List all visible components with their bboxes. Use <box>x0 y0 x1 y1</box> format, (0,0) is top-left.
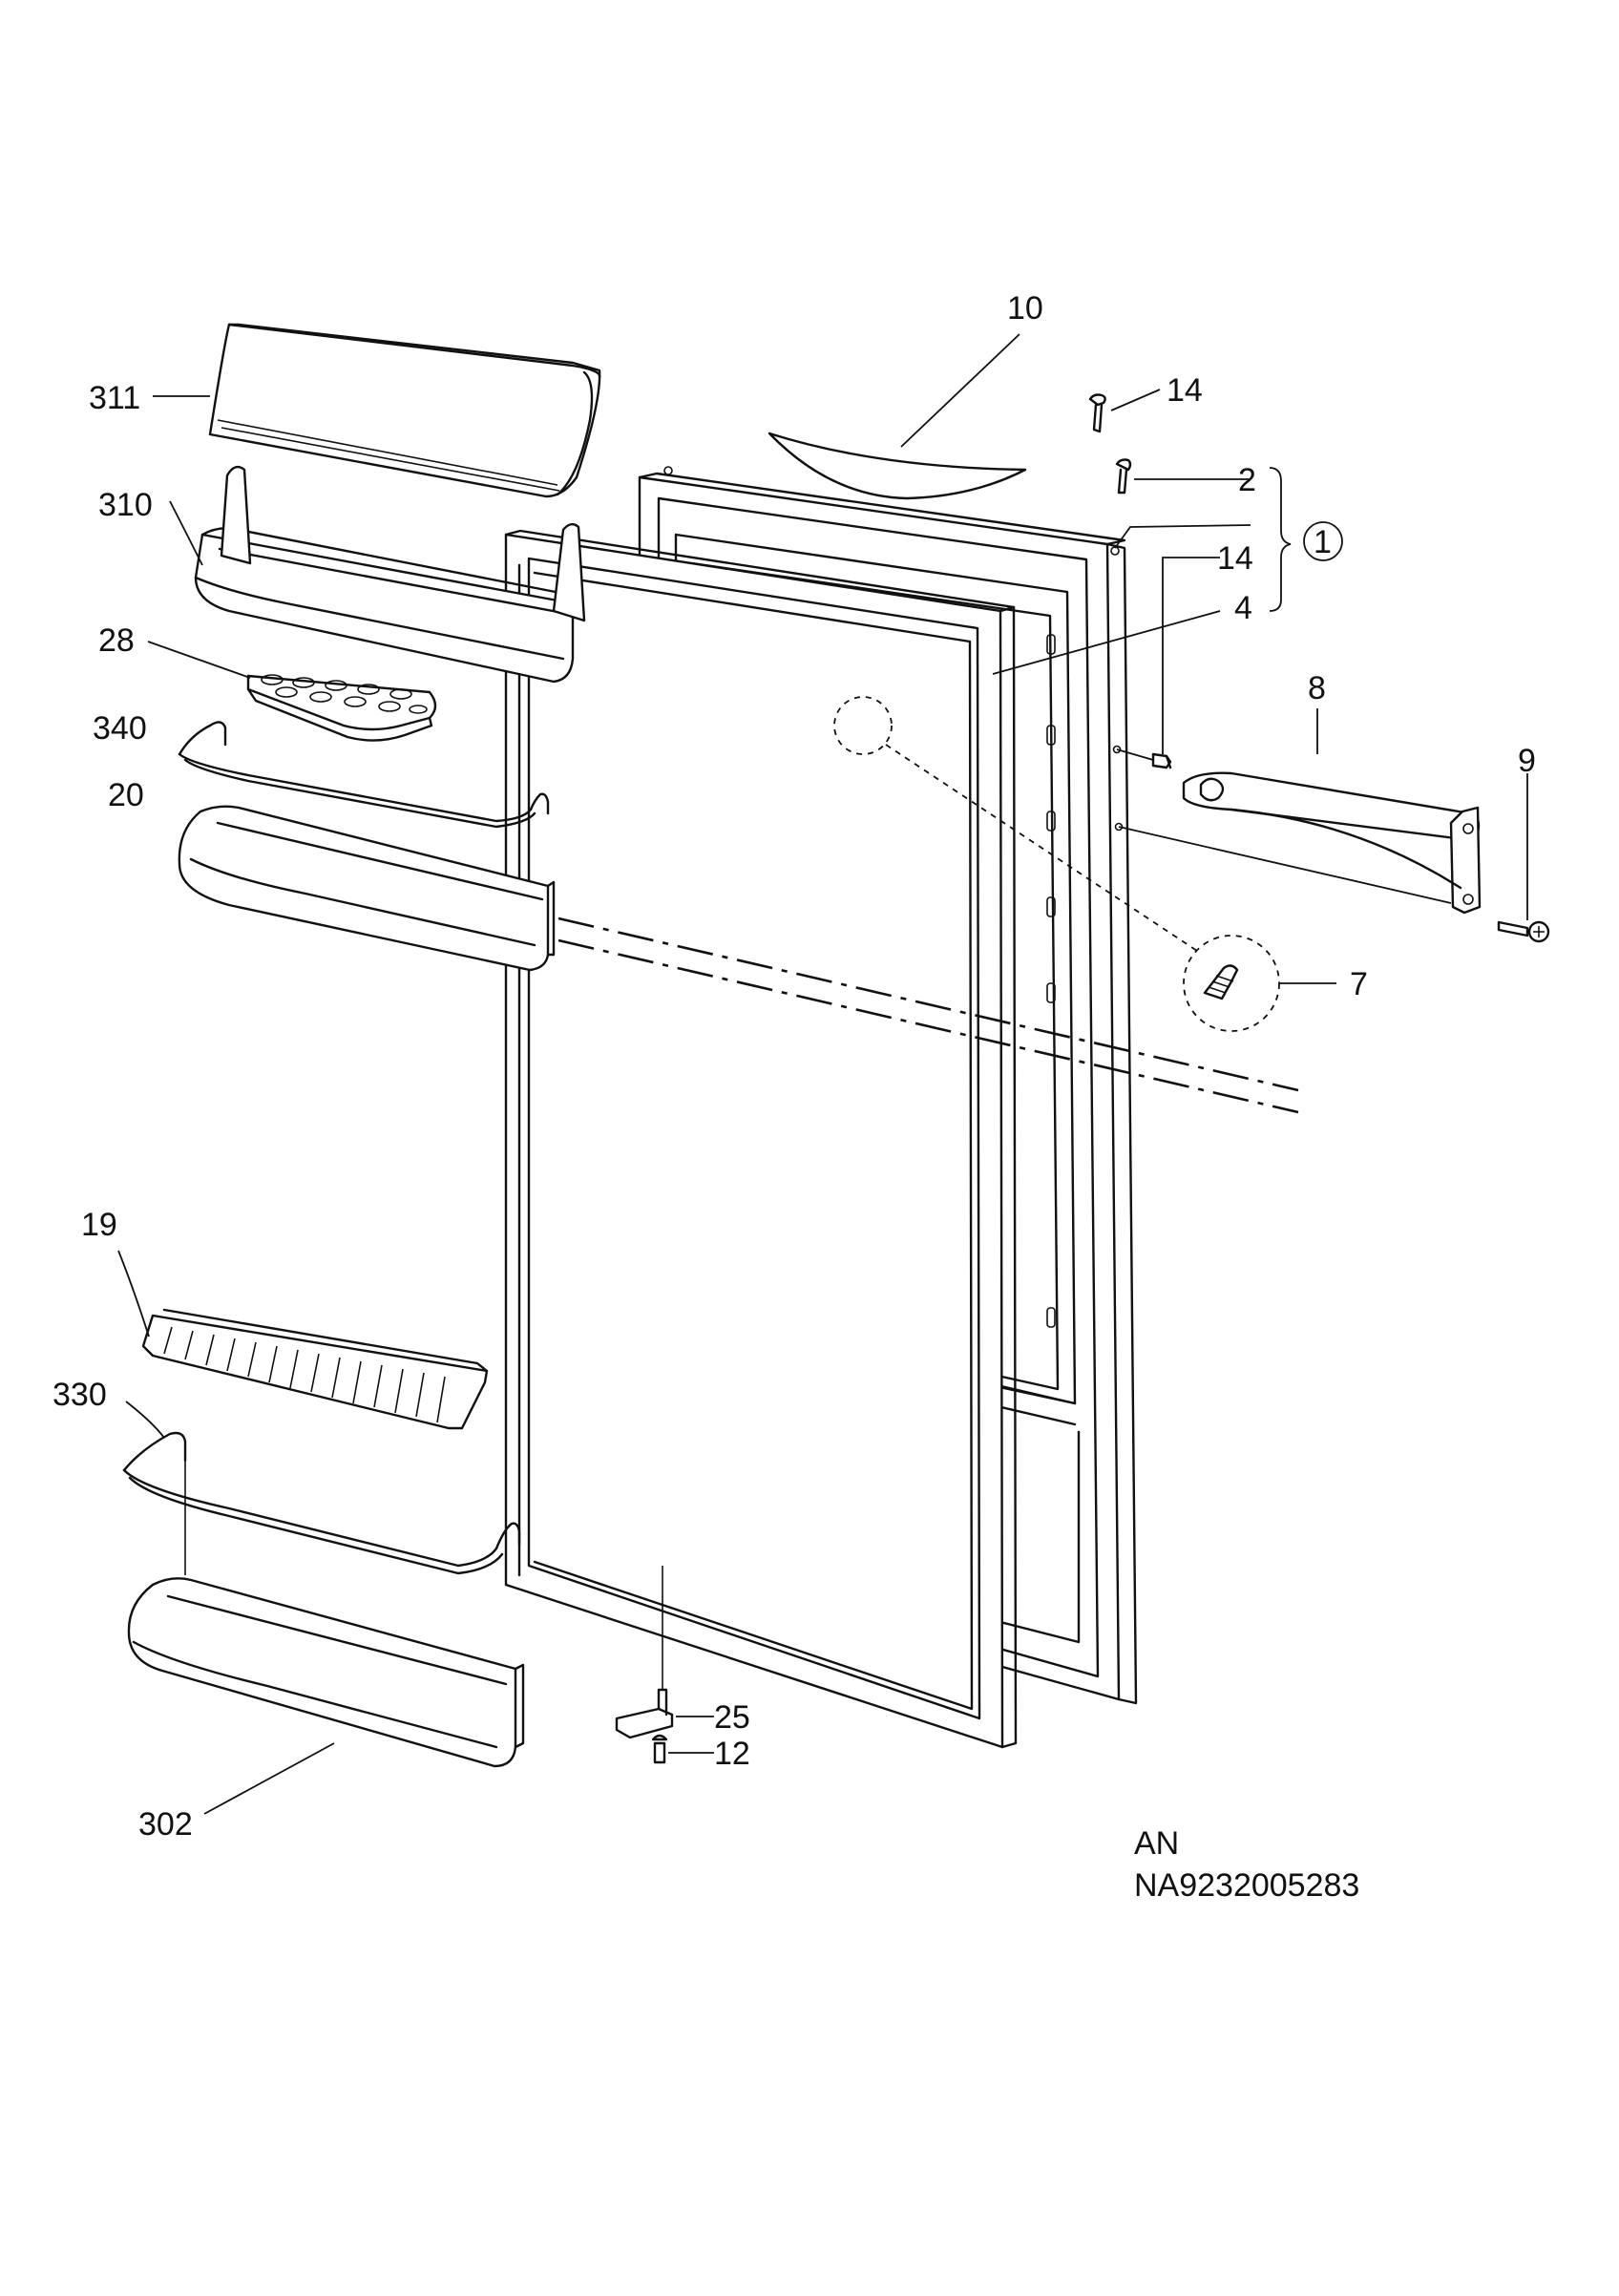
callout-310: 310 <box>98 487 153 523</box>
part-10-curved-strip <box>767 432 1027 500</box>
part-19-bottle-grid <box>141 1308 489 1430</box>
callout-8: 8 <box>1308 670 1326 706</box>
door-gasket <box>504 529 1018 1749</box>
part-8-handle <box>1182 771 1482 915</box>
footer-code-an: AN <box>1134 1825 1179 1862</box>
part-9-screw <box>1497 920 1550 943</box>
axis-line-lower <box>557 938 1299 1114</box>
callout-330: 330 <box>53 1377 107 1413</box>
callout-28: 28 <box>98 622 135 659</box>
part-14-side-screw <box>1151 752 1172 769</box>
callout-25: 25 <box>714 1699 750 1736</box>
callout-20: 20 <box>108 777 144 813</box>
callout-14-side: 14 <box>1217 540 1253 577</box>
callout-4: 4 <box>1234 590 1252 626</box>
part-330-bar <box>122 1431 521 1575</box>
part-311-shelf-cover <box>208 323 601 498</box>
callout-1-circle: 1 <box>1303 521 1343 561</box>
part-20-shelf <box>178 805 556 972</box>
part-25-hinge <box>615 1566 674 1739</box>
part-2-pin <box>1115 458 1132 495</box>
footer-code-number: NA9232005283 <box>1134 1867 1359 1904</box>
callout-302: 302 <box>138 1806 193 1843</box>
callout-340: 340 <box>93 710 147 747</box>
part-12-screw <box>651 1734 668 1764</box>
callout-9: 9 <box>1518 743 1536 779</box>
callout-2: 2 <box>1238 462 1256 498</box>
callout-7: 7 <box>1350 966 1368 1002</box>
part-340-bar <box>178 721 550 829</box>
axis-line <box>557 916 1299 1092</box>
callout-10: 10 <box>1007 290 1043 326</box>
leader-lines <box>117 333 1528 1815</box>
callout-311: 311 <box>89 380 140 416</box>
callout-12: 12 <box>714 1736 750 1772</box>
part-28-egg-tray <box>246 674 437 742</box>
part-310-shelf <box>194 465 586 684</box>
callout-19: 19 <box>81 1207 117 1243</box>
part-14-top-screw <box>1088 393 1106 433</box>
callout-1: 1 <box>1314 524 1332 560</box>
callout-14-top: 14 <box>1167 372 1203 409</box>
part-302-shelf <box>127 1577 525 1768</box>
